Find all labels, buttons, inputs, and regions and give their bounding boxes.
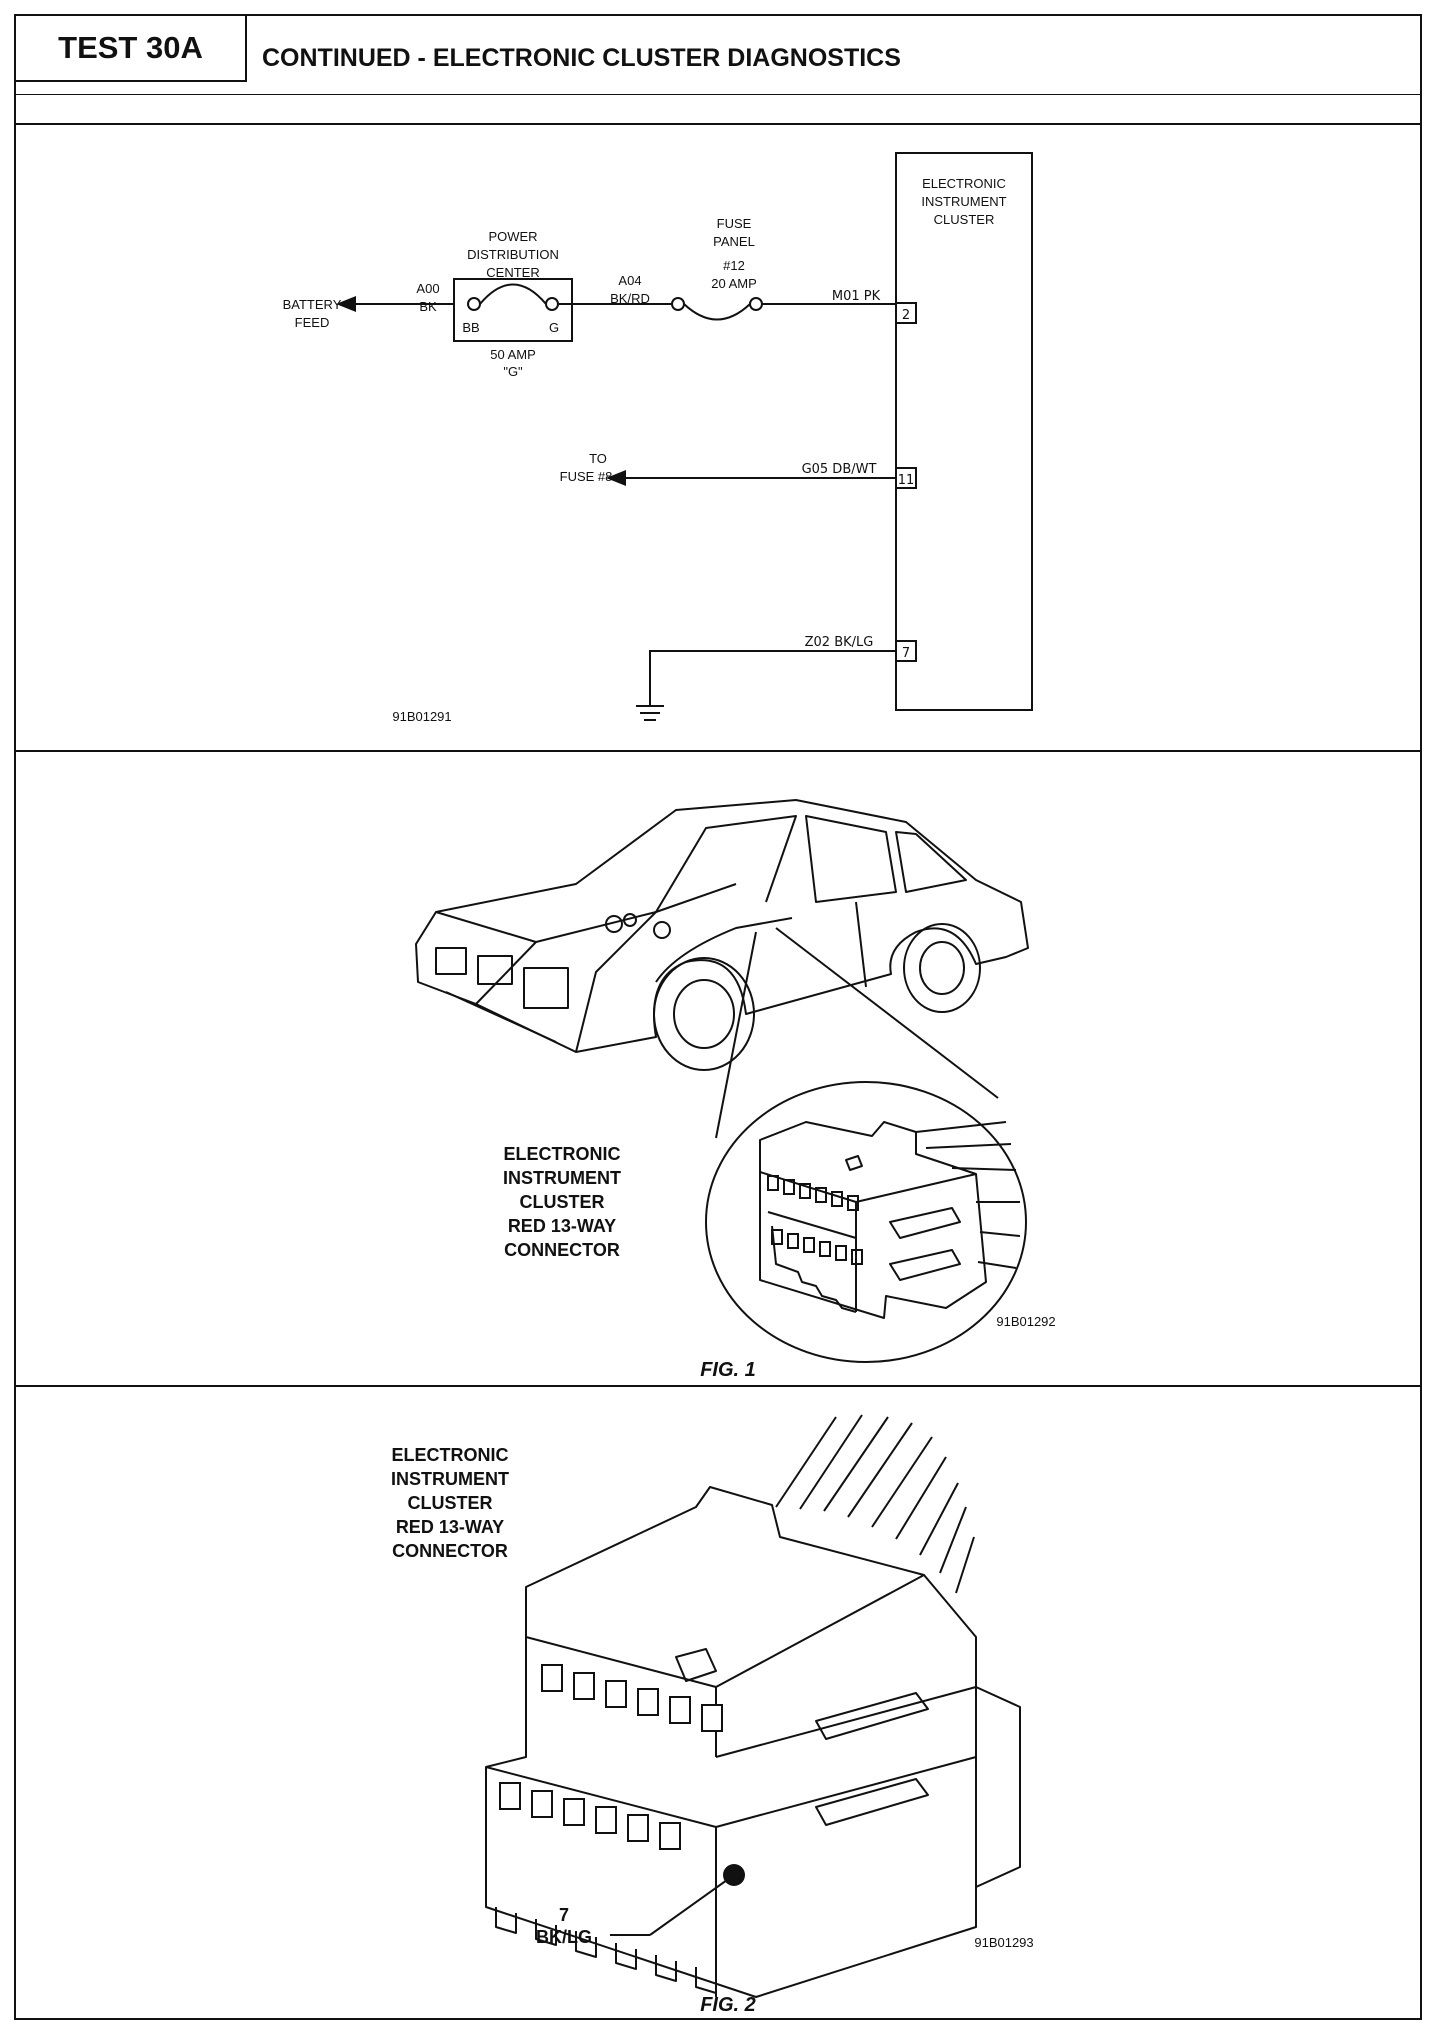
fig2-caption: FIG. 2: [700, 1994, 756, 2016]
pdc-label: POWER: [488, 229, 537, 244]
to-fuse-arrow: [606, 470, 626, 486]
wiring-schematic-panel: ELECTRONIC INSTRUMENT CLUSTER BATTERY FE…: [16, 123, 1420, 752]
fig1-connector-label: CONNECTOR: [504, 1240, 620, 1260]
test-id: TEST 30A: [58, 30, 203, 65]
pin-number-label: 7: [559, 1905, 569, 1925]
wire-a04-label: A04: [618, 273, 641, 288]
car-body: [415, 799, 1029, 1053]
fig1-caption: FIG. 1: [700, 1359, 756, 1381]
fig2-connector-label: ELECTRONIC: [392, 1445, 509, 1465]
vehicle-illustration: ELECTRONIC INSTRUMENT CLUSTER RED 13-WAY…: [415, 799, 1056, 1381]
pin-11-label: 11: [898, 473, 915, 488]
pdc-label: DISTRIBUTION: [467, 247, 559, 262]
fig1-connector-label: RED 13-WAY: [508, 1216, 616, 1236]
pin-2-label: 2: [902, 308, 910, 323]
cluster-box: [895, 152, 1033, 711]
page-title: CONTINUED - ELECTRONIC CLUSTER DIAGNOSTI…: [262, 44, 901, 72]
fig2-connector-label: RED 13-WAY: [396, 1517, 504, 1537]
header: TEST 30A CONTINUED - ELECTRONIC CLUSTER …: [16, 16, 1420, 125]
connector-inset: [705, 1081, 1027, 1363]
wire-a00-label: BK: [419, 299, 437, 314]
fig2-connector-label: CONNECTOR: [392, 1541, 508, 1561]
fuse-panel-label: PANEL: [713, 234, 755, 249]
cluster-label: ELECTRONIC: [922, 176, 1006, 191]
pdc-fuse-rating: 50 AMP: [490, 347, 536, 362]
header-divider: [16, 94, 1420, 95]
pdc-fuse-rating: "G": [503, 364, 523, 379]
pdc-box: [453, 278, 573, 342]
pdc-terminal-g: G: [549, 320, 559, 335]
fig1-connector-label: CLUSTER: [520, 1192, 605, 1212]
wire-a04-label: BK/RD: [610, 291, 650, 306]
pin-wire-label: BK/LG: [536, 1927, 592, 1947]
wire-a00-label: A00: [416, 281, 439, 296]
figure-code: 91B01291: [392, 709, 451, 724]
cluster-label: INSTRUMENT: [921, 194, 1006, 209]
battery-feed-label: FEED: [295, 315, 330, 330]
connector-illustration: ELECTRONIC INSTRUMENT CLUSTER RED 13-WAY…: [391, 1414, 1034, 2016]
fuse-panel-number: #12: [723, 258, 745, 273]
test-id-box: TEST 30A: [16, 16, 247, 82]
fig2-code: 91B01293: [974, 1935, 1033, 1950]
wiring-schematic: ELECTRONIC INSTRUMENT CLUSTER BATTERY FE…: [283, 152, 1033, 724]
cluster-label: CLUSTER: [934, 212, 995, 227]
fig1-connector-label: ELECTRONIC: [504, 1144, 621, 1164]
fig1-panel: ELECTRONIC INSTRUMENT CLUSTER RED 13-WAY…: [16, 752, 1420, 1387]
wire-g05-label: G05 DB/WT: [802, 462, 877, 477]
connector-body: [485, 1486, 1021, 1998]
battery-feed-arrow: [336, 296, 356, 312]
pin-7-label: 7: [902, 646, 910, 661]
fig2-connector-label: CLUSTER: [408, 1493, 493, 1513]
wire-m01-label: M01 PK: [832, 289, 881, 304]
latch: [675, 1648, 717, 1682]
pdc-terminal-bb: BB: [462, 320, 479, 335]
battery-feed-label: BATTERY: [283, 297, 342, 312]
fuse-panel-rating: 20 AMP: [711, 276, 757, 291]
to-fuse-label: TO: [589, 451, 607, 466]
fig1-code: 91B01292: [996, 1314, 1055, 1329]
fuse-panel-label: FUSE: [717, 216, 752, 231]
fig2-connector-label: INSTRUMENT: [391, 1469, 509, 1489]
to-fuse-label: FUSE #8: [560, 469, 613, 484]
fig1-connector-label: INSTRUMENT: [503, 1168, 621, 1188]
pdc-label: CENTER: [486, 265, 539, 280]
page-frame: TEST 30A CONTINUED - ELECTRONIC CLUSTER …: [14, 14, 1422, 2020]
fig2-panel: ELECTRONIC INSTRUMENT CLUSTER RED 13-WAY…: [16, 1387, 1420, 2020]
wire-z02-label: Z02 BK/LG: [805, 635, 874, 650]
